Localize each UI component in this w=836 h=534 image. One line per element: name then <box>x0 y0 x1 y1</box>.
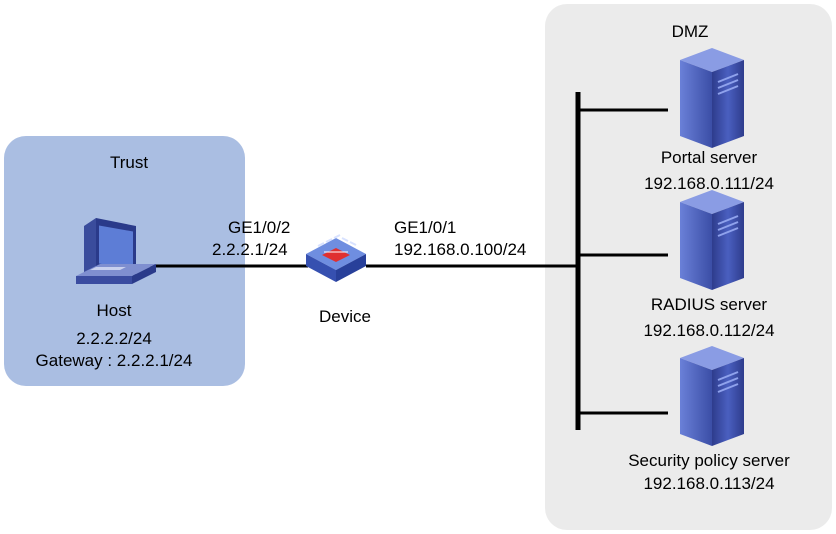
host-gateway: Gateway : 2.2.2.1/24 <box>35 351 193 370</box>
dmz-zone-label: DMZ <box>671 22 709 41</box>
host-ip: 2.2.2.2/24 <box>76 329 152 348</box>
desktop-computer-icon <box>76 218 156 284</box>
device-label: Device <box>319 307 371 326</box>
device-right-port-name: GE1/0/1 <box>394 218 457 237</box>
server-icon <box>680 346 744 446</box>
host-label: Host <box>96 301 132 320</box>
server-icon <box>680 190 744 290</box>
firewall-icon <box>306 234 366 282</box>
portal-server-ip: 192.168.0.111/24 <box>644 174 774 193</box>
portal-server-label: Portal server <box>660 148 758 167</box>
radius-server-label: RADIUS server <box>650 295 768 314</box>
device-left-port-name: GE1/0/2 <box>228 218 291 237</box>
trust-zone-label: Trust <box>109 153 149 172</box>
security-policy-server-ip: 192.168.0.113/24 <box>643 474 775 493</box>
radius-server-ip: 192.168.0.112/24 <box>643 321 775 340</box>
device-left-port-ip: 2.2.2.1/24 <box>212 240 288 259</box>
server-icon <box>680 48 744 148</box>
security-policy-server-label: Security policy server <box>628 451 790 470</box>
device-right-port-ip: 192.168.0.100/24 <box>394 240 527 259</box>
